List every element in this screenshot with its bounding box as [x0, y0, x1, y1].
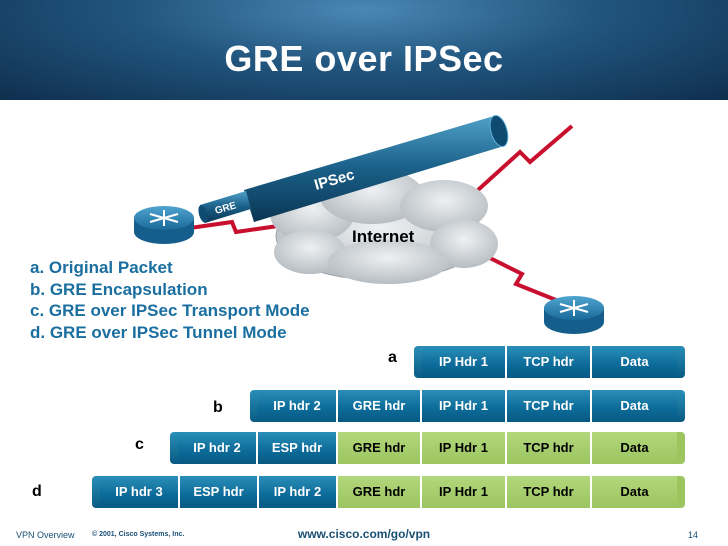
legend-item-d: d. GRE over IPSec Tunnel Mode	[30, 322, 287, 342]
footer-page-number: 14	[687, 530, 698, 540]
row-a-tcp-hdr: TCP hdr	[507, 346, 592, 378]
row-c-tcp-hdr: TCP hdr	[507, 432, 592, 464]
row-c-data: Data	[592, 432, 677, 464]
internet-label: Internet	[352, 227, 415, 246]
row-b-data: Data	[592, 390, 677, 422]
footer-url: www.cisco.com/go/vpn	[297, 527, 431, 541]
legend-item-b: b. GRE Encapsulation	[30, 279, 208, 299]
row-d-cap-left	[92, 476, 100, 508]
row-d-gre-hdr: GRE hdr	[338, 476, 422, 508]
row-a-cap-left	[414, 346, 422, 378]
legend-item-a: a. Original Packet	[30, 258, 173, 277]
link-top-right	[476, 124, 574, 192]
router-right-icon	[544, 296, 604, 334]
row-b-ip-hdr-1: IP Hdr 1	[422, 390, 507, 422]
row-c-cap-right	[677, 432, 685, 464]
row-label-c: c	[135, 436, 144, 453]
row-d-esp-hdr: ESP hdr	[180, 476, 259, 508]
row-d-cap-right	[677, 476, 685, 508]
link-left-router	[189, 219, 279, 235]
legend: a. Original Packet b. GRE Encapsulation …	[30, 257, 310, 343]
row-d-data: Data	[592, 476, 677, 508]
row-label-b: b	[213, 399, 223, 416]
row-d-ip-hdr-2: IP hdr 2	[259, 476, 338, 508]
legend-item-c: c. GRE over IPSec Transport Mode	[30, 301, 310, 320]
row-c-cap-left	[170, 432, 178, 464]
row-c-gre-hdr: GRE hdr	[338, 432, 422, 464]
row-c-esp-hdr: ESP hdr	[258, 432, 338, 464]
router-left-icon	[134, 206, 194, 244]
slide-title: GRE over IPSec	[224, 38, 504, 79]
row-b-cap-right	[677, 390, 685, 422]
row-a-data: Data	[592, 346, 677, 378]
row-b-cap-left	[250, 390, 258, 422]
footer-section: VPN Overview	[16, 530, 75, 540]
row-d-ip-hdr-3: IP hdr 3	[100, 476, 180, 508]
link-right-router	[485, 254, 557, 302]
row-d-tcp-hdr: TCP hdr	[507, 476, 592, 508]
row-c-ip-hdr-2: IP hdr 2	[178, 432, 258, 464]
title-banner	[0, 0, 728, 100]
row-a-ip-hdr-1: IP Hdr 1	[422, 346, 507, 378]
row-a-cap-right	[677, 346, 685, 378]
ipsec-tunnel	[198, 114, 509, 223]
row-c-ip-hdr-1: IP Hdr 1	[422, 432, 507, 464]
footer-copyright: © 2001, Cisco Systems, Inc.	[92, 531, 185, 538]
row-b-gre-hdr: GRE hdr	[338, 390, 422, 422]
row-label-d: d	[32, 483, 42, 500]
row-d-ip-hdr-1: IP Hdr 1	[422, 476, 507, 508]
row-label-a: a	[388, 349, 397, 366]
row-b-ip-hdr-2: IP hdr 2	[258, 390, 338, 422]
row-b-tcp-hdr: TCP hdr	[507, 390, 592, 422]
